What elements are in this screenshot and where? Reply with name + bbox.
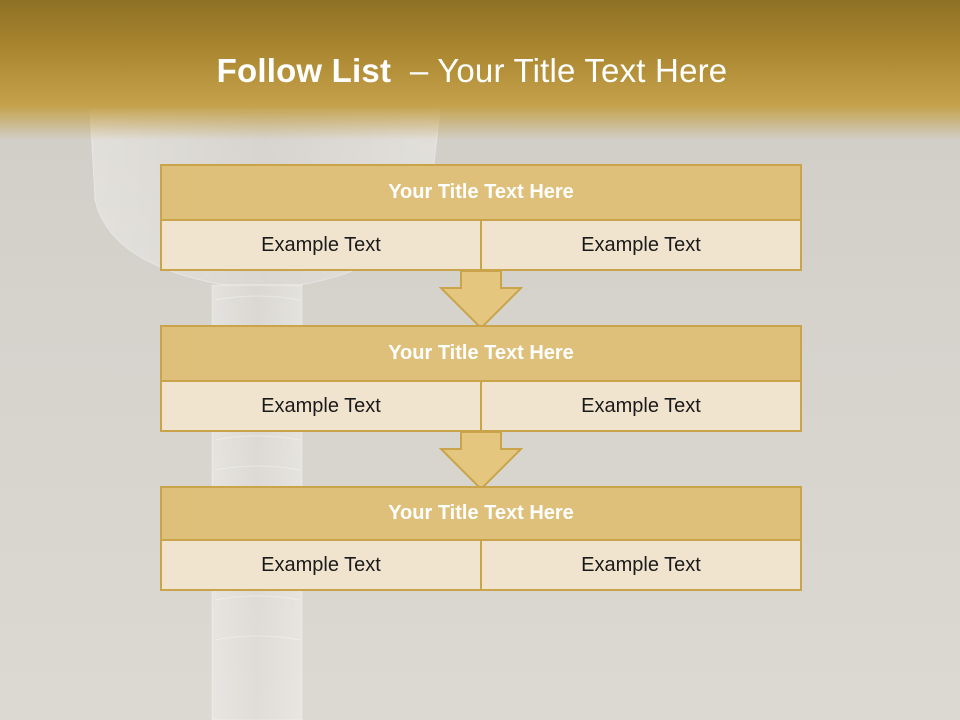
step-heading: Your Title Text Here (160, 486, 802, 541)
step-row: Example Text Example Text (160, 221, 802, 271)
step-row: Example Text Example Text (160, 541, 802, 591)
title-strong: Follow List (216, 52, 392, 89)
header-band (0, 0, 960, 140)
step-right-cell: Example Text (482, 382, 802, 432)
step-box-3: Your Title Text Here Example Text Exampl… (160, 486, 802, 591)
step-box-1: Your Title Text Here Example Text Exampl… (160, 164, 802, 271)
step-right-cell: Example Text (482, 221, 802, 271)
page-title: Follow List – Your Title Text Here (0, 52, 944, 90)
step-left-cell: Example Text (160, 541, 482, 591)
step-left-cell: Example Text (160, 382, 482, 432)
step-heading: Your Title Text Here (160, 164, 802, 221)
step-right-cell: Example Text (482, 541, 802, 591)
down-arrow-icon (439, 270, 523, 330)
title-rest: – Your Title Text Here (391, 52, 728, 89)
step-left-cell: Example Text (160, 221, 482, 271)
down-arrow-icon (439, 431, 523, 491)
step-row: Example Text Example Text (160, 382, 802, 432)
step-heading: Your Title Text Here (160, 325, 802, 382)
step-box-2: Your Title Text Here Example Text Exampl… (160, 325, 802, 432)
